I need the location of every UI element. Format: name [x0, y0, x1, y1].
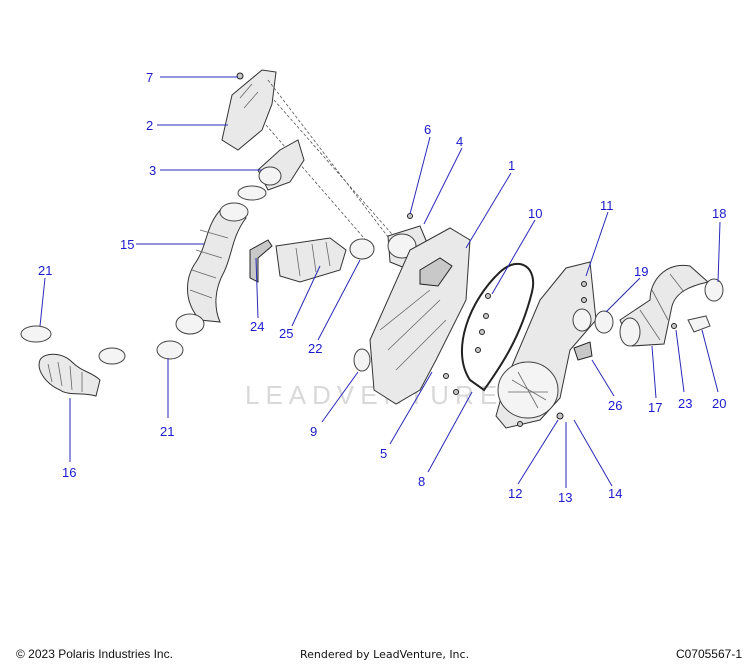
callout-20: 20	[712, 396, 726, 411]
watermark-text: LEADVENTURE	[245, 380, 504, 410]
leader-lines	[39, 76, 721, 488]
callout-7: 7	[146, 70, 153, 85]
part-21-clamp	[156, 340, 184, 360]
part-7-screw	[236, 72, 244, 80]
callout-2: 2	[146, 118, 153, 133]
callout-21-right: 21	[160, 424, 174, 439]
callout-25: 25	[279, 326, 293, 341]
callout-26: 26	[608, 398, 622, 413]
part-25-boot	[275, 237, 347, 283]
callout-18: 18	[712, 206, 726, 221]
copyright-text: © 2023 Polaris Industries Inc.	[16, 647, 173, 661]
rendered-by-text: Rendered by LeadVenture, Inc.	[300, 648, 470, 661]
fasteners	[407, 213, 587, 427]
callout-4: 4	[456, 134, 463, 149]
callout-labels: 7 2 3 15 21 16 24 25 22 21 6 4 1 10 11 1…	[38, 70, 726, 505]
callout-23: 23	[678, 396, 692, 411]
part-22-ring	[349, 238, 375, 260]
part-9-seal	[353, 348, 371, 372]
part-18-clamp	[704, 278, 724, 302]
callout-22: 22	[308, 341, 322, 356]
part-11-outer-cover	[495, 261, 597, 429]
part-17-duct	[619, 264, 710, 347]
part-3-nozzle	[257, 139, 305, 191]
callout-6: 6	[424, 122, 431, 137]
callout-10: 10	[528, 206, 542, 221]
callout-19: 19	[634, 264, 648, 279]
callout-5: 5	[380, 446, 387, 461]
part-26	[573, 341, 593, 361]
clamp-15	[237, 185, 267, 201]
diagram-code: C0705567-1	[675, 647, 742, 661]
part-24-bracket	[249, 239, 273, 283]
callout-15: 15	[120, 237, 134, 252]
part-2-cover	[221, 69, 277, 151]
callout-21-left: 21	[38, 263, 52, 278]
part-19-clamp	[594, 310, 614, 334]
callout-3: 3	[149, 163, 156, 178]
callout-12: 12	[508, 486, 522, 501]
callout-11: 11	[600, 198, 614, 213]
part-1-inner-cover	[369, 227, 471, 405]
callout-17: 17	[648, 400, 662, 415]
callout-14: 14	[608, 486, 622, 501]
part-23-fastener	[671, 323, 677, 329]
part-15-duct	[175, 185, 267, 335]
callout-9: 9	[310, 424, 317, 439]
part-20-strap	[687, 315, 711, 333]
callout-24: 24	[250, 319, 264, 334]
part-8-gasket	[461, 262, 535, 392]
callout-13: 13	[558, 490, 572, 505]
callout-1: 1	[508, 158, 515, 173]
callout-8: 8	[418, 474, 425, 489]
part-16-hose	[20, 325, 184, 397]
callout-16: 16	[62, 465, 76, 480]
